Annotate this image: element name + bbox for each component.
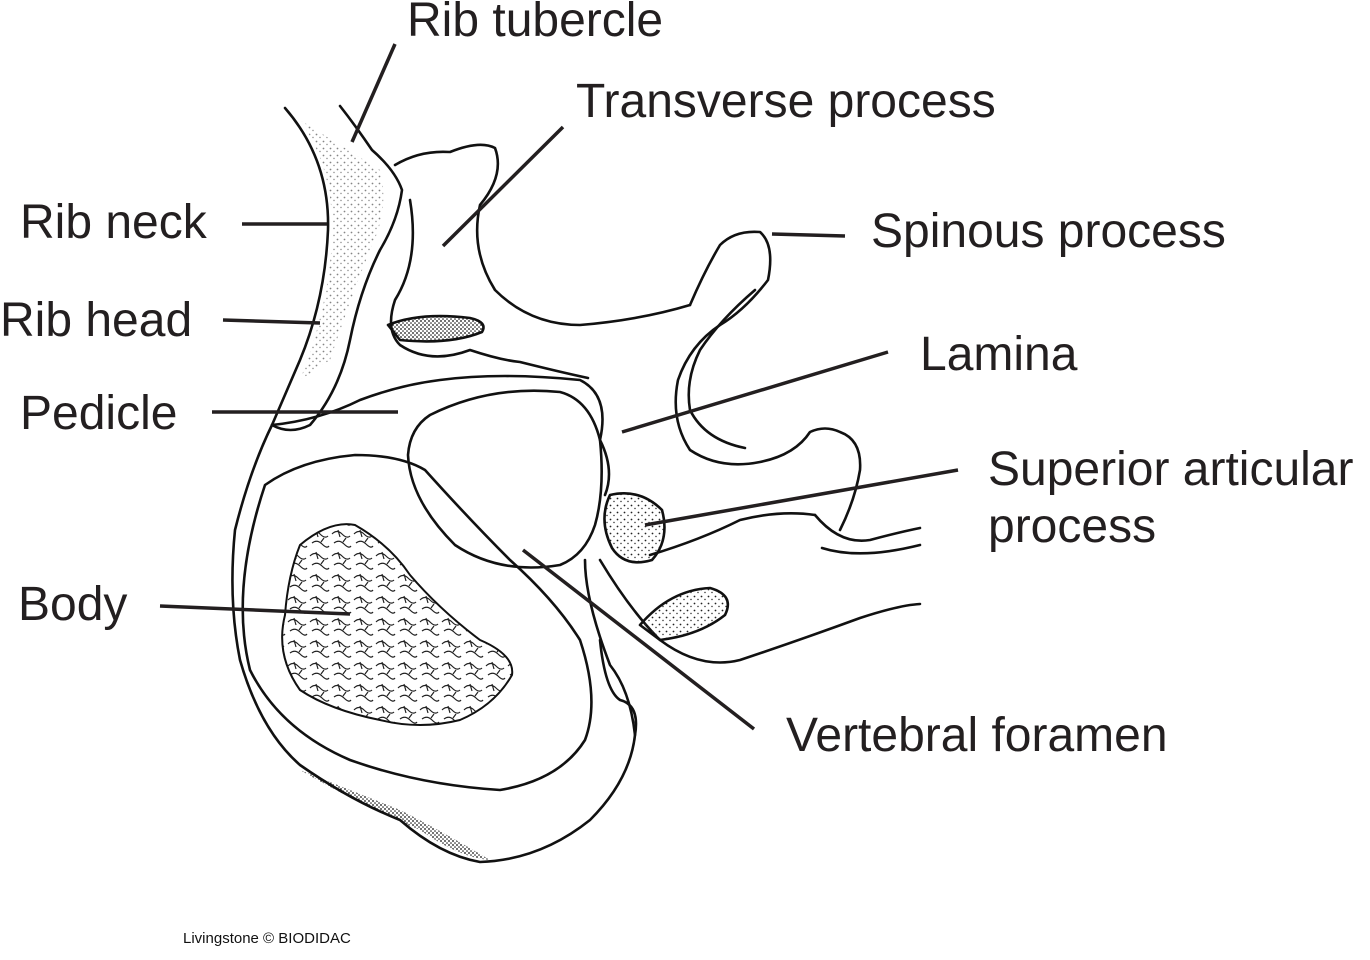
leader-vertebral-foramen <box>521 548 756 731</box>
leader-lines <box>159 43 959 731</box>
label-vertebral-foramen: Vertebral foramen <box>786 709 1168 762</box>
articular-right <box>813 513 922 555</box>
inferior-process <box>598 558 922 664</box>
label-superior-articular-2: process <box>988 500 1157 553</box>
transverse-process-outline <box>393 143 692 327</box>
label-superior-articular-1: Superior articular <box>988 443 1354 496</box>
vertebral-body-outline <box>231 423 637 864</box>
label-spinous-process: Spinous process <box>871 205 1226 258</box>
leader-superior-articular <box>644 468 959 527</box>
label-rib-tubercle: Rib tubercle <box>407 0 664 47</box>
pedicle-outline <box>270 374 611 497</box>
vertebral-body-top <box>241 453 593 792</box>
transverse-facet <box>386 314 485 343</box>
label-pedicle: Pedicle <box>20 387 178 440</box>
transverse-process-inner <box>389 198 590 380</box>
rib-stipple <box>300 120 384 380</box>
leader-spinous-process <box>771 232 846 238</box>
inferior-facet <box>638 586 730 642</box>
leader-transverse-process <box>441 125 565 248</box>
leader-lamina <box>621 350 889 434</box>
leader-rib-head <box>222 318 321 325</box>
vertebra-drawing <box>231 104 922 864</box>
label-body: Body <box>18 578 128 631</box>
credit-text: Livingstone © BIODIDAC <box>183 930 351 947</box>
spinous-process-inner <box>687 288 757 450</box>
label-lamina: Lamina <box>920 328 1078 381</box>
lower-curve <box>598 638 638 737</box>
label-transverse-process: Transverse process <box>576 75 996 128</box>
label-rib-head: Rib head <box>0 294 193 347</box>
superior-articular-outline <box>603 492 666 564</box>
spinous-process-outline <box>674 230 862 532</box>
leader-body <box>159 604 351 616</box>
leader-rib-tubercle <box>350 43 397 143</box>
vertebral-foramen-outline <box>406 389 603 569</box>
spongy-bone <box>281 523 514 726</box>
vertebral-body-stipple <box>300 770 490 860</box>
lamina-lower <box>648 512 817 557</box>
label-rib-neck: Rib neck <box>20 196 207 249</box>
